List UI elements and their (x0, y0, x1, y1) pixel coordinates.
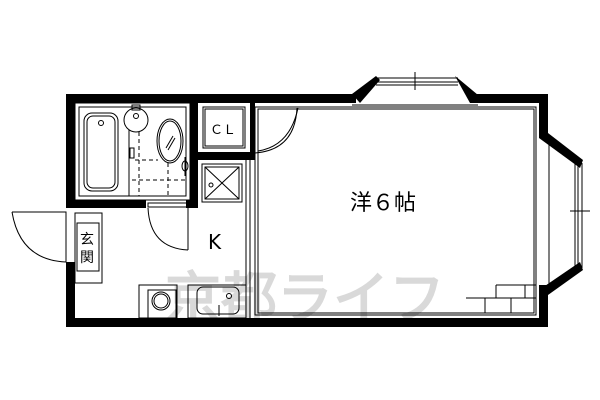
bathroom (74, 102, 191, 201)
washbasin-icon (123, 107, 149, 133)
bathtub-icon (83, 112, 119, 192)
entrance-label-top: 玄 (80, 231, 94, 248)
closet-door (254, 107, 298, 154)
toilet-icon (156, 118, 184, 164)
kitchen-label: K (208, 230, 222, 254)
kitchen-sink-icon (187, 284, 247, 319)
washing-machine-icon (138, 284, 178, 319)
closet: ＣＬ (202, 106, 246, 149)
top-bay-window (352, 72, 478, 106)
inner-outline (254, 106, 537, 316)
step-stairs (466, 284, 536, 313)
outer-walls (66, 76, 583, 327)
entrance-door (11, 211, 67, 263)
interior-walls (66, 94, 255, 208)
closet-label: ＣＬ (210, 123, 236, 138)
entrance-label-bottom: 関 (80, 250, 94, 266)
western-room-label: 洋６帖 (350, 191, 416, 216)
storage-shelf (201, 163, 243, 203)
entrance (11, 211, 103, 284)
room-door (257, 107, 299, 152)
right-bay-window (548, 140, 590, 290)
